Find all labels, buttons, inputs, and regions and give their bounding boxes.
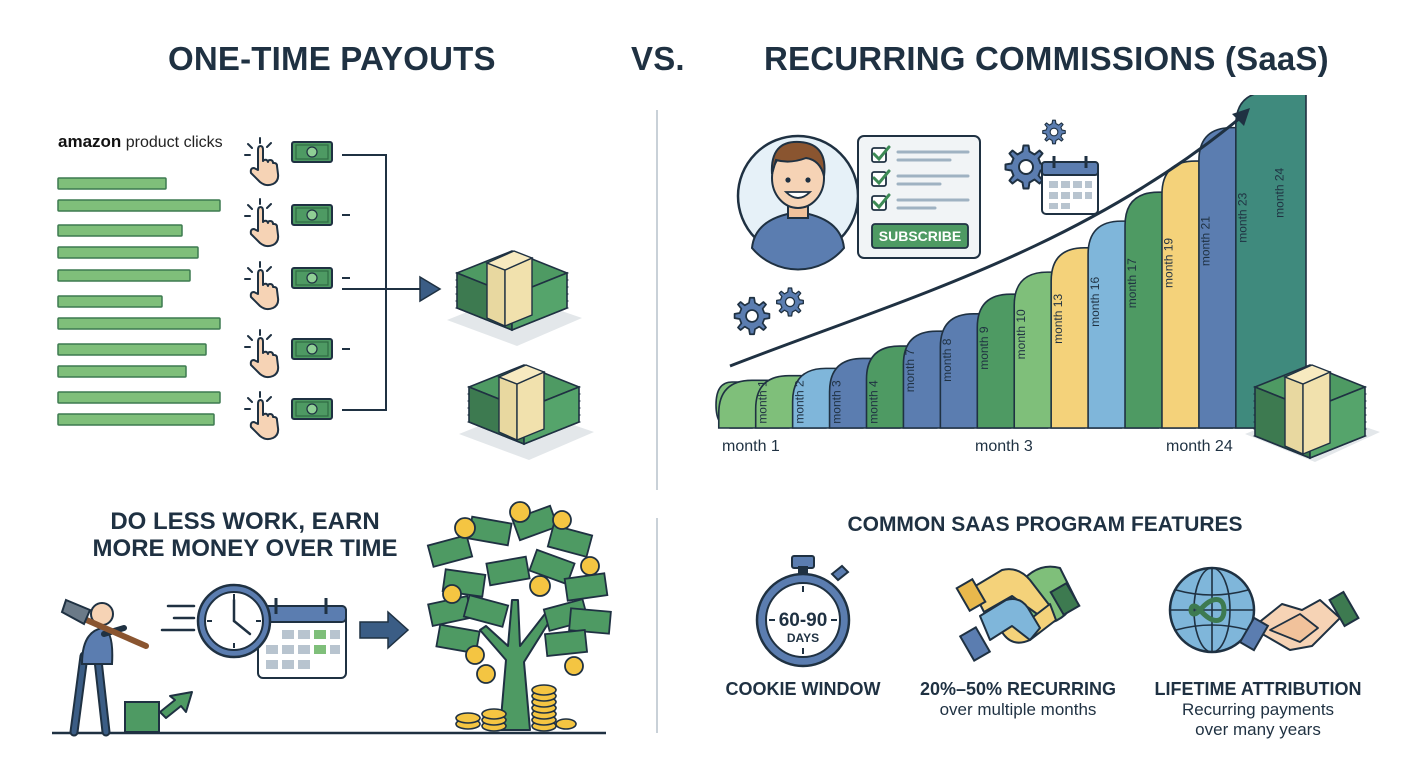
money-tree-icon xyxy=(426,501,612,732)
growth-stage-label-6: month 8 xyxy=(940,338,954,382)
one-time-payouts-diagram xyxy=(57,137,595,461)
gear-icon-left-small xyxy=(776,287,804,317)
features-heading: COMMON SAAS PROGRAM FEATURES xyxy=(847,513,1243,536)
arrow-right-icon xyxy=(359,610,410,650)
calendar-icon xyxy=(1041,156,1099,215)
growth-stages: month 1 month 2 month 3 month 4 month 7 month… xyxy=(715,95,1307,429)
vertical-divider-top xyxy=(656,110,658,490)
stopwatch-days-value: 60-90 xyxy=(779,610,828,631)
growth-stage-label-10: month 16 xyxy=(1088,277,1102,327)
feature-recurring-subtitle: over multiple months xyxy=(939,700,1097,719)
feature-recurring-title: 20%–50% RECURRING xyxy=(919,679,1117,699)
stopwatch-icon: 60-90 DAYS xyxy=(755,555,851,668)
small-gear-icon xyxy=(1042,119,1066,145)
growth-stage-label-4: month 4 xyxy=(866,380,880,424)
growth-stage-label-2: month 2 xyxy=(792,380,806,424)
less-work-line-2: MORE MONEY OVER TIME xyxy=(92,535,398,562)
feature-lifetime: LIFETIME ATTRIBUTION Recurring payments … xyxy=(1143,679,1373,740)
growth-stage-label-12: month 19 xyxy=(1162,238,1176,288)
growth-arrowhead xyxy=(1232,108,1250,126)
vertical-divider-bottom xyxy=(656,518,658,733)
subscription-checklist-card: SUBSCRIBE xyxy=(857,135,981,259)
growth-stage-label-1: month 1 xyxy=(755,380,769,424)
axis-label-month-1: month 1 xyxy=(722,438,780,455)
versus-label: VS. xyxy=(631,40,685,77)
growth-stage-label-3: month 3 xyxy=(829,380,843,424)
growth-stage-label-14: month 23 xyxy=(1236,192,1250,242)
growth-stage-label-7: month 9 xyxy=(977,326,991,370)
less-work-illustration xyxy=(52,501,612,737)
growth-stage-label-15: month 24 xyxy=(1273,167,1287,217)
globe-handshake-icon xyxy=(1168,566,1360,654)
one-time-payouts-title: ONE-TIME PAYOUTS xyxy=(168,40,496,77)
less-work-line-1: DO LESS WORK, EARN xyxy=(110,508,380,535)
amazon-logo-text: amazon xyxy=(58,132,122,151)
recurring-commissions-title: RECURRING COMMISSIONS (SaaS) xyxy=(764,40,1329,77)
growth-stage-label-5: month 7 xyxy=(903,349,917,393)
worker-with-hammer-icon xyxy=(60,598,193,737)
feature-cookie-window-title: COOKIE WINDOW xyxy=(725,679,881,699)
feature-lifetime-subtitle-1: Recurring payments xyxy=(1181,700,1335,719)
subscribe-button xyxy=(871,223,969,249)
growth-stage-label-8: month 10 xyxy=(1014,309,1028,359)
growth-stage-label-11: month 17 xyxy=(1125,258,1139,308)
feature-lifetime-title: LIFETIME ATTRIBUTION xyxy=(1154,679,1362,699)
feature-recurring: 20%–50% RECURRING over multiple months xyxy=(903,679,1133,720)
stopwatch-days-unit: DAYS xyxy=(787,631,819,645)
less-work-heading: DO LESS WORK, EARN MORE MONEY OVER TIME xyxy=(80,508,410,562)
teamwork-hands-icon xyxy=(955,565,1081,662)
subscribe-button-label: SUBSCRIBE xyxy=(879,228,961,244)
features-icons: 60-90 DAYS xyxy=(755,555,1360,668)
gear-icon-left xyxy=(733,296,771,336)
growth-stage-label-13: month 21 xyxy=(1199,216,1213,266)
gear-icon xyxy=(1004,144,1048,190)
feature-lifetime-subtitle-2: over many years xyxy=(1195,720,1321,739)
recurring-growth-diagram: month 1 month 2 month 3 month 4 month 7 month… xyxy=(715,95,1381,463)
product-clicks-text: product clicks xyxy=(125,134,223,151)
growth-stage-label-9: month 13 xyxy=(1051,294,1065,344)
axis-label-month-24: month 24 xyxy=(1166,438,1233,455)
clock-icon xyxy=(196,583,272,659)
growth-arrow xyxy=(729,116,1241,368)
axis-label-month-3: month 3 xyxy=(975,438,1033,455)
subscriber-avatar xyxy=(736,134,860,271)
amazon-product-clicks-label: amazon product clicks xyxy=(58,132,223,152)
calendar-icon-large xyxy=(257,598,347,679)
